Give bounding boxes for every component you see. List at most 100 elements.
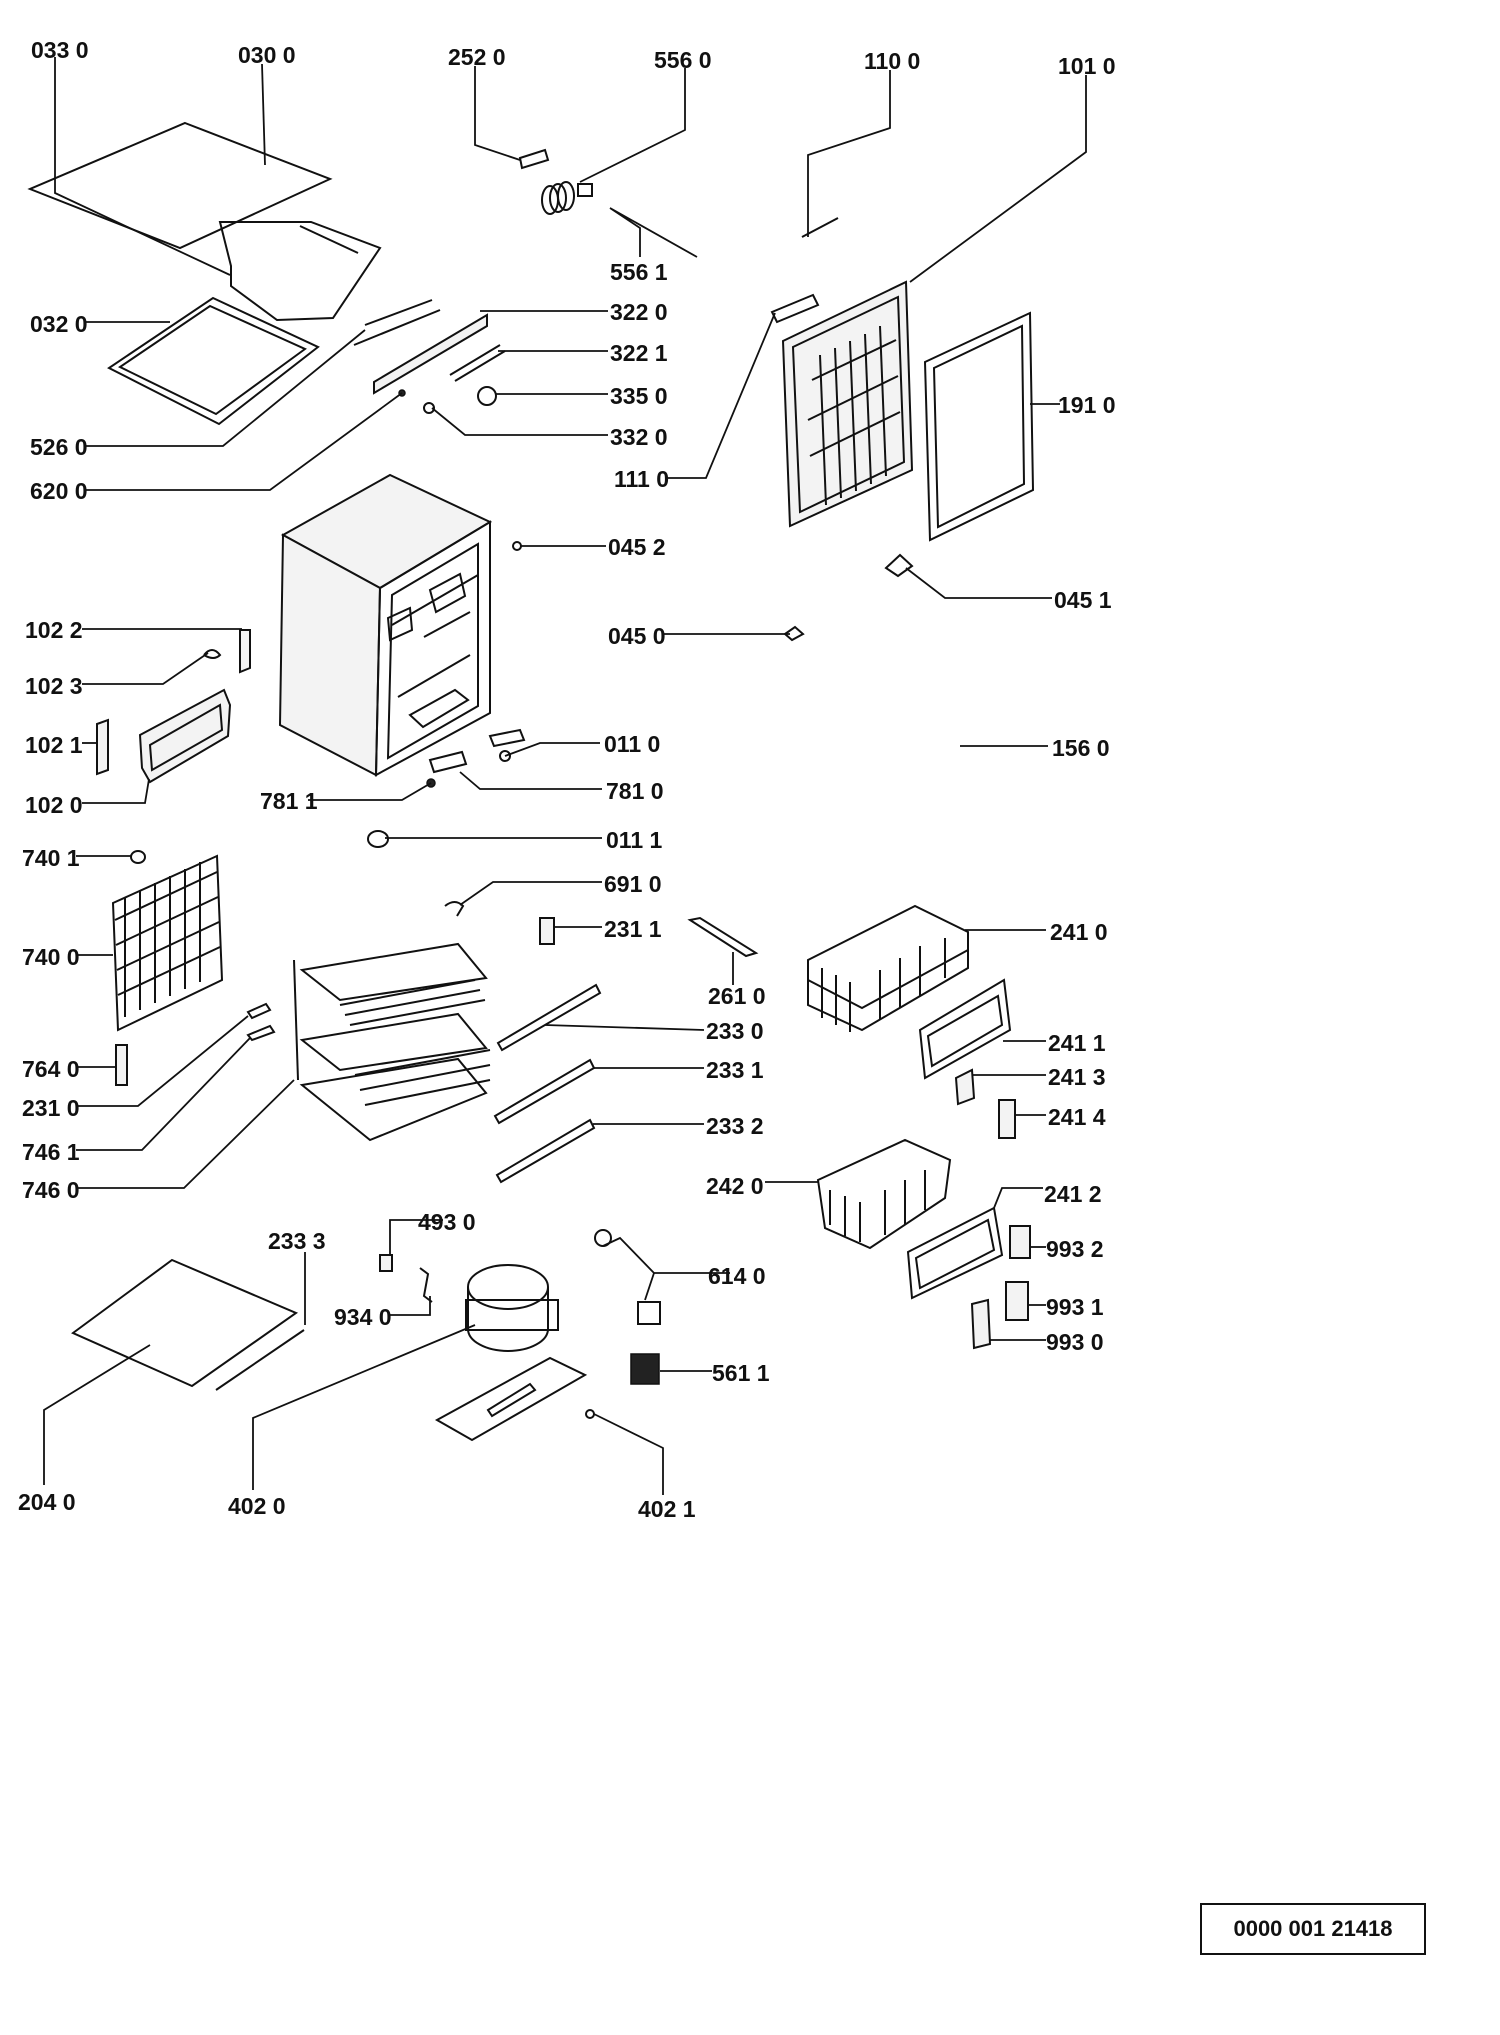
rail-2332 [495, 1118, 596, 1184]
part-label-9930: 993 0 [1046, 1329, 1104, 1355]
grid-2414 [998, 1099, 1016, 1139]
part-label-9340: 934 0 [334, 1304, 392, 1330]
foot-0111 [367, 830, 389, 848]
bulb-3320 [423, 402, 435, 414]
frame-panel-0320 [107, 296, 320, 426]
pin-0450 [783, 625, 805, 642]
worktop-0330 [218, 221, 382, 322]
drier-7640 [115, 1044, 128, 1086]
part-label-5260: 526 0 [30, 434, 88, 460]
part-label-2311: 231 1 [604, 916, 662, 942]
part-label-0452: 045 2 [608, 534, 666, 560]
part-label-0300: 030 0 [238, 42, 296, 68]
fastener-4021 [585, 1409, 595, 1419]
hinge-1022 [239, 629, 251, 674]
evaporator-7460 [293, 942, 491, 1142]
part-label-1022: 102 2 [25, 617, 83, 643]
strip-3221 [449, 344, 501, 376]
part-label-7810: 781 0 [606, 778, 664, 804]
part-9930 [970, 1298, 992, 1350]
clip-1023 [203, 649, 222, 659]
part-label-7640: 764 0 [22, 1056, 80, 1082]
part-label-0450: 045 0 [608, 623, 666, 649]
hinge-1110 [770, 293, 820, 324]
part-label-2410: 241 0 [1050, 919, 1108, 945]
part-label-0111: 011 1 [606, 827, 663, 853]
part-label-5561: 556 1 [610, 259, 668, 285]
part-label-9931: 993 1 [1046, 1294, 1104, 1320]
part-label-2414: 241 4 [1048, 1104, 1106, 1130]
part-label-2040: 204 0 [18, 1489, 76, 1515]
bracket-7810 [428, 750, 468, 774]
part-label-9932: 993 2 [1046, 1236, 1104, 1262]
door-grille [807, 325, 901, 506]
plate-2040 [71, 1258, 299, 1388]
part-label-1560: 156 0 [1052, 735, 1110, 761]
reference-number-box: 0000 001 21418 [1200, 1903, 1426, 1955]
part-label-5560: 556 0 [654, 47, 712, 73]
part-label-2412: 241 2 [1044, 1181, 1102, 1207]
part-label-0320: 032 0 [30, 311, 88, 337]
part-2310 [246, 1002, 272, 1020]
part-4930 [379, 1254, 393, 1272]
part-label-4020: 402 0 [228, 1493, 286, 1519]
part-label-0330: 033 0 [31, 37, 89, 63]
part-label-1910: 191 0 [1058, 392, 1116, 418]
rail-2610 [687, 916, 759, 958]
starter-5611 [630, 1353, 660, 1385]
part-label-1100: 110 0 [864, 48, 921, 74]
cabinet-interior [386, 572, 479, 729]
part-label-2332: 233 2 [706, 1113, 764, 1139]
cabinet-front-frame [374, 520, 491, 777]
base-plate [434, 1356, 588, 1442]
part-label-1020: 102 0 [25, 792, 83, 818]
latch-2413 [954, 1068, 976, 1106]
clip-6910 [444, 901, 465, 917]
hinge-0451 [884, 553, 914, 578]
compressor-4020 [465, 1264, 559, 1352]
cover-panel-0300 [27, 121, 333, 250]
part-label-7400: 740 0 [22, 944, 80, 970]
part-label-6200: 620 0 [30, 478, 88, 504]
part-label-5611: 561 1 [712, 1360, 770, 1386]
part-label-2333: 233 3 [268, 1228, 326, 1254]
basket-2410 [807, 904, 969, 1032]
bracket-2520 [518, 148, 550, 170]
part-9932 [1009, 1225, 1031, 1259]
part-label-6140: 614 0 [708, 1263, 766, 1289]
bracket-0110 [488, 728, 526, 748]
front-2412 [906, 1206, 1004, 1300]
fuse-2311 [539, 917, 555, 945]
knob-3350 [477, 386, 497, 406]
part-label-1010: 101 0 [1058, 53, 1116, 79]
part-label-3220: 322 0 [610, 299, 668, 325]
part-label-7811: 781 1 [260, 788, 318, 814]
part-label-2413: 241 3 [1048, 1064, 1106, 1090]
part-label-1023: 102 3 [25, 673, 83, 699]
part-label-6910: 691 0 [604, 871, 662, 897]
part-label-2520: 252 0 [448, 44, 506, 70]
basket-2420 [816, 1138, 952, 1250]
bar-3220 [373, 313, 488, 395]
part-label-3320: 332 0 [610, 424, 668, 450]
part-7461 [246, 1024, 276, 1042]
part-label-2310: 231 0 [22, 1095, 80, 1121]
part-label-4021: 402 1 [638, 1496, 696, 1522]
part-label-7460: 746 0 [22, 1177, 80, 1203]
part-label-7401: 740 1 [22, 845, 80, 871]
clip-0452 [512, 541, 522, 551]
part-label-3350: 335 0 [610, 383, 668, 409]
part-label-0110: 011 0 [604, 731, 661, 757]
part-label-3221: 322 1 [610, 340, 668, 366]
part-9340 [419, 1267, 433, 1303]
part-9931 [1005, 1281, 1029, 1321]
flap-2411 [918, 978, 1012, 1080]
strip-2333 [215, 1329, 305, 1391]
part-label-1021: 102 1 [25, 732, 83, 758]
part-label-7461: 746 1 [22, 1139, 80, 1165]
leader-lines [43, 57, 1087, 1495]
hinge-1021 [96, 718, 109, 776]
relay-6140 [594, 1229, 661, 1325]
